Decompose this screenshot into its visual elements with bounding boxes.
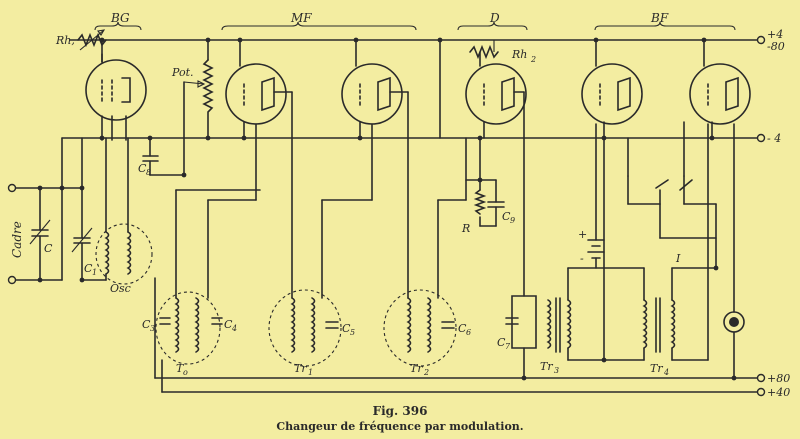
label-tr3: Tr [540,360,553,373]
grid-battery: + - [578,123,605,361]
tube-v2 [225,39,293,139]
label-c1: C [84,262,93,275]
label-t0: T [176,362,185,375]
tube-v5 [581,39,643,139]
transformer-t0: C 3 C 4 T o [142,189,261,377]
cadre-input: Cadre C [7,183,63,285]
svg-text:-: - [580,252,584,265]
label-tr4: Tr [650,362,663,375]
label-rh2-sub: 2 [530,55,536,64]
label-c1-sub: 1 [92,268,97,277]
terminal-plus40 [756,387,766,397]
tube-v6 [689,39,751,139]
tube-v4 [465,51,527,139]
terminal-plus4 [756,35,766,45]
terminal-label-minus80: -80 [767,40,785,53]
terminal-label-plus4: +4 [767,28,783,41]
label-rh1: Rh, [55,34,75,47]
label-c7: C [497,336,506,349]
section-brackets: BG MF D BF [94,11,736,31]
capacitor-c8: C 8 [138,137,185,177]
potentiometer: Pot. [171,39,214,176]
detector-rc: R C 9 [461,137,515,235]
rheostat-rh2: Rh 2 [469,40,536,64]
label-c: C [44,242,53,255]
label-i: I [675,252,681,265]
transformer-tr3: C 7 Tr 3 [497,91,645,379]
transformer-tr1: C 5 Tr 1 [268,91,355,377]
label-tr2-sub: 2 [423,368,429,377]
output-jack-icon[interactable] [723,123,745,379]
terminal-minus4 [756,133,766,143]
label-c6: C [458,322,467,335]
transformer-tr4: Tr 4 [603,123,717,377]
label-t0-sub: o [183,368,188,377]
label-cadre: Cadre [10,221,24,258]
tube-v1 [85,39,147,141]
switch-i[interactable]: I [627,121,717,269]
terminal-label-plus80: +80 [767,372,790,385]
section-label-mf: MF [290,11,312,25]
terminals: +4 -80 - 4 +80 +40 [756,28,790,399]
rheostat-rh1: Rh, [55,29,107,51]
transformer-tr2: C 6 Tr 2 [383,91,471,377]
label-r: R [461,222,470,235]
label-c7-sub: 7 [505,342,511,351]
section-label-bf: BF [650,11,669,25]
label-rh2: Rh [511,48,527,61]
label-tr3-sub: 3 [554,366,559,375]
section-label-bg: BG [110,11,130,25]
label-c3-sub: 3 [150,324,155,333]
terminal-plus80 [756,373,766,383]
grid-wiring [207,39,467,201]
label-c3: C [142,318,151,331]
svg-text:+: + [578,228,587,241]
label-c9: C [502,210,511,223]
capacitor-c1: C 1 [61,137,97,281]
label-c5: C [342,322,351,335]
terminal-label-minus4: - 4 [767,132,781,145]
label-tr4-sub: 4 [663,368,669,377]
label-tr1: Tr [294,362,307,375]
figure-caption: Changeur de fréquence par modulation. [276,420,524,433]
supply-buses [61,39,759,393]
label-c8: C [138,162,147,175]
label-c4: C [224,318,233,331]
label-tr2: Tr [410,362,423,375]
junction-dots [37,37,737,381]
tube-v3 [341,39,409,139]
label-c8-sub: 8 [146,168,151,177]
terminal-label-plus40: +40 [767,386,790,399]
label-pot: Pot. [171,66,194,79]
label-c6-sub: 6 [466,328,471,337]
label-c5-sub: 5 [350,328,355,337]
label-c9-sub: 9 [510,216,515,225]
label-tr1-sub: 1 [308,368,313,377]
oscillator-coil: Osc [81,137,153,295]
figure-number: Fig. 396 [372,404,428,418]
label-osc: Osc [110,282,131,295]
label-c4-sub: 4 [231,324,237,333]
section-label-d: D [489,11,500,25]
